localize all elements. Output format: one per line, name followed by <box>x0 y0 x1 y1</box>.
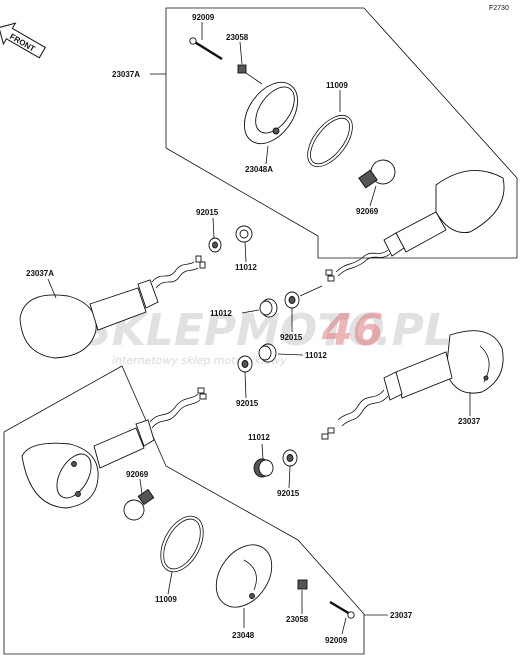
callout-lower-11012: 11012 <box>248 433 270 442</box>
o-ring-11009-top <box>307 114 353 168</box>
callout-center-92015: 92015 <box>280 333 303 342</box>
spacer-11012-mid <box>235 225 253 243</box>
callout-lower-23037: 23037 <box>390 611 413 620</box>
lens-cover-23048 <box>215 544 273 608</box>
callout-left-23037A: 23037A <box>26 269 54 278</box>
callout-top-23058: 23058 <box>226 33 249 42</box>
turn-signal-right-23037 <box>321 330 504 440</box>
callout-center-92015b: 92015 <box>236 399 259 408</box>
front-arrow-icon: FRONT <box>0 22 46 59</box>
screw-92009-top <box>189 37 223 61</box>
callout-top-23048A: 23048A <box>245 165 273 174</box>
callout-top-92069: 92069 <box>356 207 379 216</box>
callout-lower-23048: 23048 <box>232 631 255 640</box>
callout-center-11012b: 11012 <box>305 351 327 360</box>
grommet-92015-lower <box>282 449 298 467</box>
callout-mid-11012: 11012 <box>235 263 257 272</box>
o-ring-11009-bottom <box>160 515 204 573</box>
nut-23058-top <box>237 64 247 74</box>
spacer-11012-center <box>259 298 278 318</box>
turn-signal-housing-top <box>325 170 505 282</box>
figure-code: F2730 <box>489 5 509 12</box>
callout-top-11009: 11009 <box>326 81 348 90</box>
bottom-group-outline <box>3 365 365 655</box>
nut-23058-bottom <box>297 579 308 590</box>
callout-lower-11009: 11009 <box>155 595 177 604</box>
turn-signal-housing-bottom <box>21 387 207 509</box>
screw-92009-bottom <box>329 600 355 619</box>
lens-cover-23048A <box>243 81 299 145</box>
callout-center-11012: 11012 <box>210 309 232 318</box>
grommet-92015-mid <box>208 237 222 253</box>
callout-lower-23058: 23058 <box>286 615 309 624</box>
bulb-92069-top <box>358 159 396 189</box>
bulb-92069-bottom <box>123 488 155 521</box>
callout-lower-92069: 92069 <box>126 470 149 479</box>
callout-top-92009: 92009 <box>192 13 215 22</box>
watermark-brand-c: .PL <box>375 305 452 356</box>
callout-right-23037: 23037 <box>458 417 481 426</box>
callout-mid-92015: 92015 <box>196 208 219 217</box>
callout-top-23037A: 23037A <box>112 70 140 79</box>
top-group-outline <box>165 7 518 259</box>
grommet-92015-center <box>284 291 300 309</box>
callout-lower-92015: 92015 <box>277 489 300 498</box>
watermark-brand-b: 46 <box>321 305 383 356</box>
grommet-92015-center-b <box>237 355 253 373</box>
spacer-11012-center-b <box>258 343 277 363</box>
spacer-11012-lower <box>253 458 274 478</box>
turn-signal-left-23037A <box>19 255 206 359</box>
callout-lower-92009: 92009 <box>325 636 348 645</box>
